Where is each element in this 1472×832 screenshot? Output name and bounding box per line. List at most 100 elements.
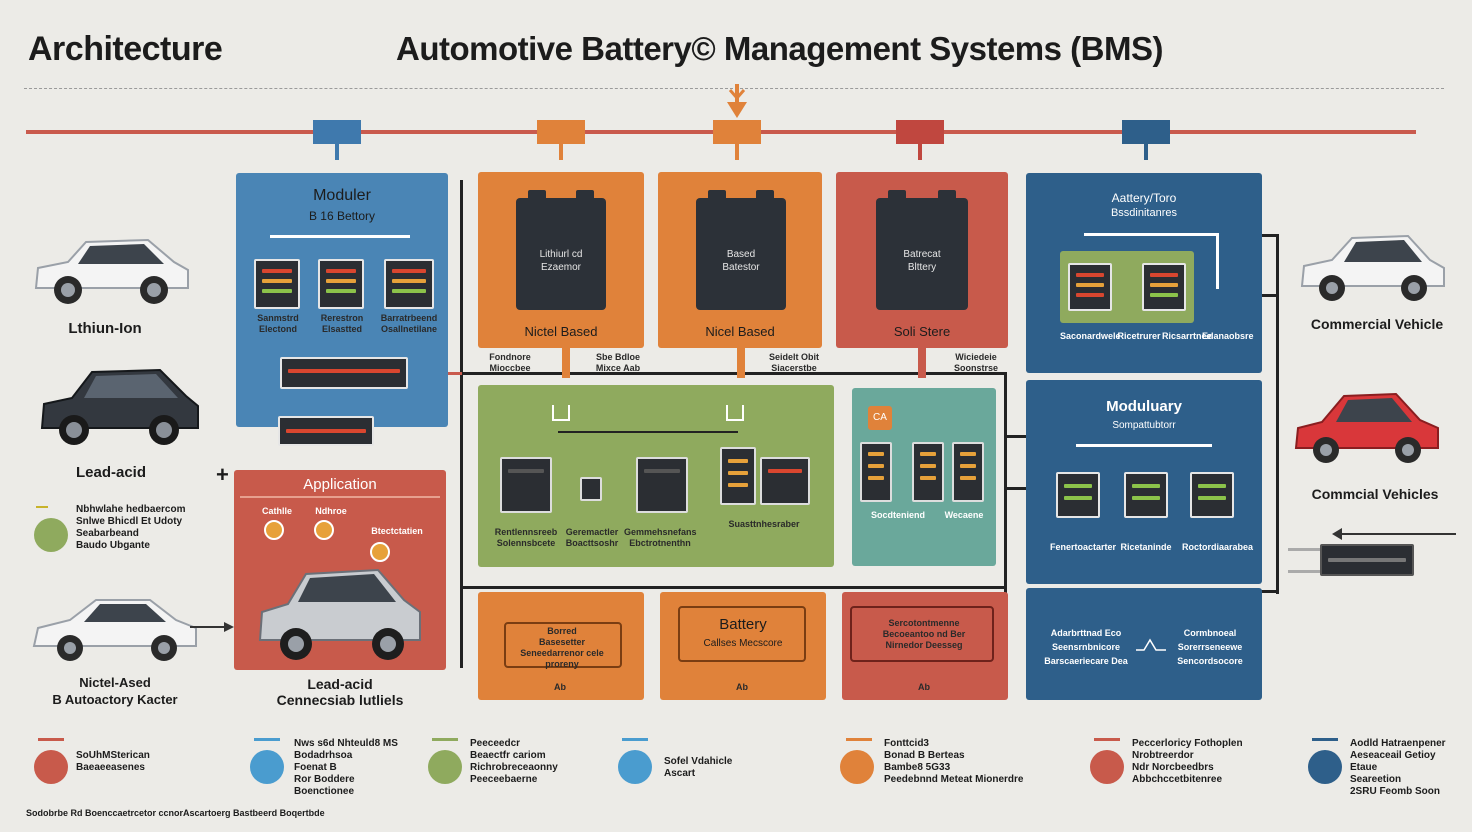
topology-title: Aattery/Toro xyxy=(1111,191,1177,205)
node-icon xyxy=(552,405,570,421)
topology-note: Saconardwele xyxy=(1060,331,1121,341)
green-bus-note: Suasttnhesraber xyxy=(728,519,800,529)
panel-bottom-orange-1: Borred Basesetter Seneedarrenor cele pro… xyxy=(478,592,644,700)
legend-text: Sofel Vdahicle Ascart xyxy=(664,756,733,779)
teal-note: Wecaene xyxy=(944,510,984,520)
header-left-title: Architecture xyxy=(28,30,223,68)
bus-stem xyxy=(559,144,563,160)
module-note: Rerestron Elsastted xyxy=(320,313,364,334)
app-tag: Ndhroe xyxy=(315,506,347,516)
header-divider xyxy=(24,88,1444,89)
green-bus-note: Rentlennsreeb Solennsbcete xyxy=(494,527,558,548)
legend-text: SoUhMSterican Baeaeeasenes xyxy=(76,750,150,773)
app-node-icon xyxy=(264,520,284,540)
horizontal-wire xyxy=(1260,234,1278,237)
panel-solid-state-label: Soli Stere xyxy=(893,324,951,339)
solid-state-note: Seidelt Obit Siacerstbe xyxy=(768,352,819,373)
legend-dot xyxy=(34,750,68,784)
horizontal-wire xyxy=(1004,435,1028,438)
legend-bar xyxy=(38,738,64,741)
bus-connector-blue xyxy=(313,120,361,144)
legend-marker xyxy=(36,506,48,508)
bus-stem xyxy=(1144,144,1148,160)
legend-bar xyxy=(622,738,648,741)
controller-module xyxy=(280,357,408,389)
bottom-red-foot: Ab xyxy=(918,682,930,692)
bus-stem xyxy=(335,144,339,160)
bottom-navy-left: Adarbrttnad Eco Seensrnbnicore Barscaeri… xyxy=(1044,628,1128,666)
legend-text: Aodld Hatraenpener Aeseaceail Getioy Eta… xyxy=(1350,738,1446,797)
panel-green-bus: Rentlennsreeb Solennsbcete Geremactler B… xyxy=(478,385,834,567)
vertical-wire xyxy=(460,180,463,668)
connector-line xyxy=(1084,233,1218,236)
down-arrow-icon xyxy=(727,84,747,118)
cell-label: Lithiurl cd Ezaemor xyxy=(539,249,583,273)
connector-drop xyxy=(737,348,745,378)
panel-bottom-navy: Adarbrttnad Eco Seensrnbnicore Barscaeri… xyxy=(1026,588,1262,700)
car-label-commercial: Commercial Vehicle xyxy=(1310,316,1444,332)
panel-nickel-label: Nicel Based xyxy=(705,324,775,339)
connector-line xyxy=(1216,233,1219,289)
left-arrow-icon xyxy=(1332,528,1456,540)
car-suv-silver xyxy=(258,568,421,660)
connector-line xyxy=(1076,444,1212,447)
connector-line xyxy=(1288,548,1328,551)
battery-cell: Batrecat Blttery xyxy=(876,190,968,310)
panel-bottom-red: Sercotontmenne Becoeantoo nd Ber Nirnedo… xyxy=(842,592,1008,700)
bus-connector-navy xyxy=(1122,120,1170,144)
app-tag: Btectctatien xyxy=(371,526,423,536)
teal-note: Socdteniend xyxy=(870,510,925,520)
car-commercial-white xyxy=(1300,234,1445,301)
panel-modular-subtitle: B 16 Bettory xyxy=(308,209,376,223)
battery-cell: Based Batestor xyxy=(696,190,786,310)
bottom-navy-right: Cormbnoeal Sorerrseneewe Sencordsocore xyxy=(1177,628,1243,666)
car-suv-white xyxy=(34,238,189,304)
waveform-icon xyxy=(1136,638,1166,651)
cell-label: Based Batestor xyxy=(722,249,760,273)
divider xyxy=(240,496,440,498)
fuse-module xyxy=(580,477,602,501)
bms-controller-unit xyxy=(1320,544,1414,576)
connector-line xyxy=(270,235,410,238)
battery-module-orange xyxy=(912,442,944,502)
car-label-lead-acid: Lead-acid xyxy=(75,464,147,481)
legend-dot xyxy=(1090,750,1124,784)
car-hatchback-red xyxy=(1294,392,1439,463)
module-note: Barratrbeend Osallnetilane xyxy=(380,313,438,334)
bus-connector-orange-2 xyxy=(713,120,761,144)
connector-line xyxy=(1288,570,1328,573)
panel-application: Application Cathlle Ndhroe Btectctatien xyxy=(234,470,446,670)
panel-modular-title: Moduler xyxy=(313,187,371,204)
legend-dot xyxy=(1308,750,1342,784)
horizontal-wire xyxy=(1260,294,1278,297)
legend-bar xyxy=(432,738,458,741)
bus-stem xyxy=(918,144,922,160)
battery-module xyxy=(318,259,364,309)
panel-solid-state-cell: Batrecat Blttery Soli Stere xyxy=(836,172,1008,348)
panel-bottom-orange-2: Battery Callses Mecscore Ab xyxy=(660,592,826,700)
battery-module xyxy=(500,457,552,513)
battery-module-orange xyxy=(860,442,892,502)
green-bus-note: Gemmehsnefans Ebctrotnenthn xyxy=(624,527,697,548)
node-icon xyxy=(726,405,744,421)
car-suv-dark xyxy=(40,368,199,445)
panel-teal: CA Socdteniend Wecaene xyxy=(852,388,996,566)
legend-dot xyxy=(840,750,874,784)
moduluary-note: Roctordiaarabea xyxy=(1182,542,1254,552)
bus-stem xyxy=(735,144,739,160)
car-label-commercial-2: Commcial Vehicles xyxy=(1311,486,1439,502)
bus-connector-red xyxy=(896,120,944,144)
application-caption: Lead-acid Cennecsiab lutliels xyxy=(276,676,404,708)
battery-module xyxy=(636,457,688,513)
vertical-wire xyxy=(1004,372,1007,668)
battery-module xyxy=(254,259,300,309)
legend-bar xyxy=(254,738,280,741)
bus-line xyxy=(558,431,738,433)
battery-module-green xyxy=(1124,472,1168,518)
cell-label: Batrecat Blttery xyxy=(903,249,941,273)
connector-drop xyxy=(562,348,570,378)
app-node-icon xyxy=(370,542,390,562)
moduluary-note: Fenertoactarter xyxy=(1050,542,1117,552)
moduluary-subtitle: Sompattubtorr xyxy=(1112,420,1176,431)
controller-module-lower xyxy=(278,416,374,446)
